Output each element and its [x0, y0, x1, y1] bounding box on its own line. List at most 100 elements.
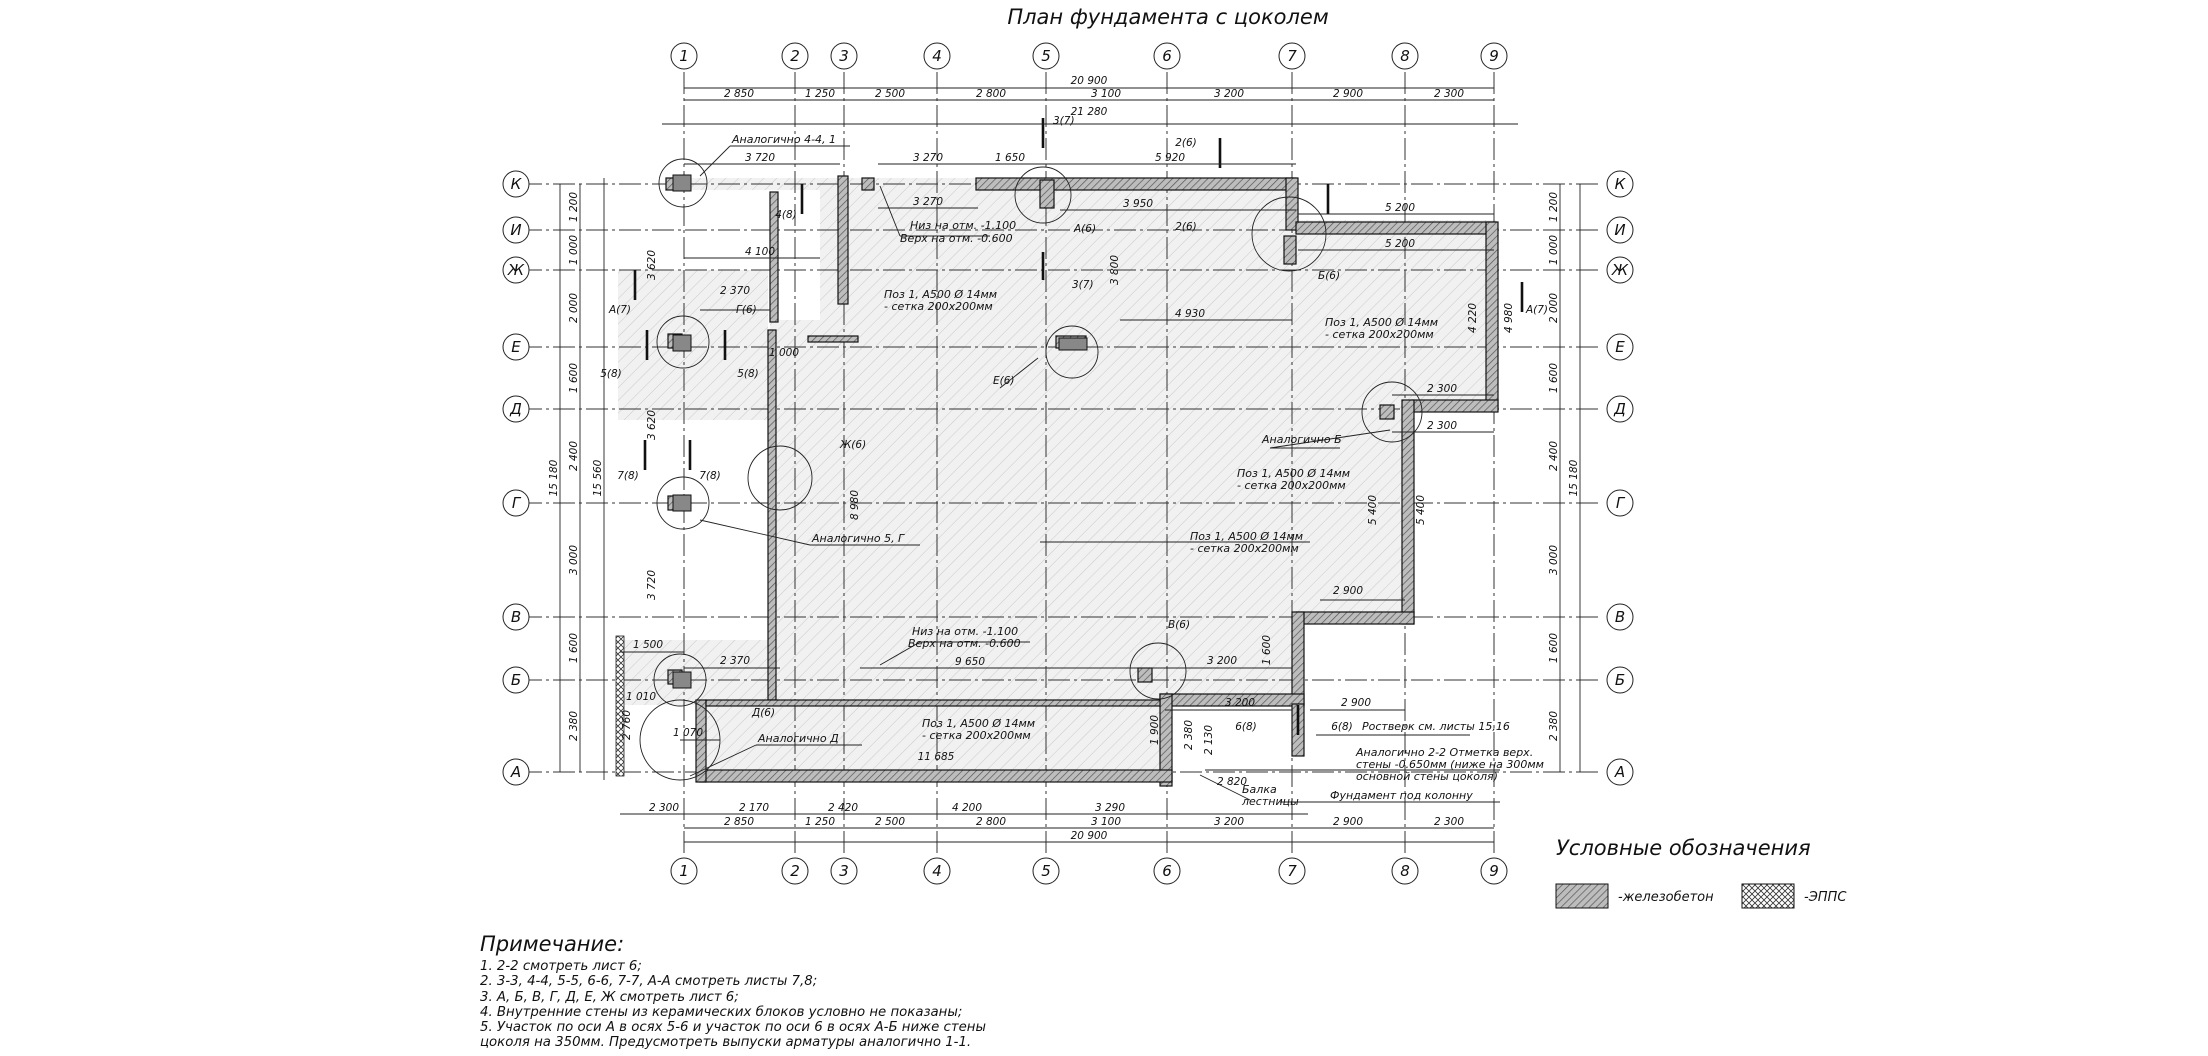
dim-bot-span-1: 2 850: [724, 816, 754, 828]
ann-analog-5-g: Аналогично 5, Г: [811, 532, 905, 545]
dim-bot-span-2: 1 250: [805, 816, 835, 828]
tag-6-8-a: 6(8): [1235, 721, 1257, 733]
dim-right-span-8: 2 380: [1548, 711, 1560, 741]
dim-bot-row1-5: 3 290: [1095, 802, 1125, 814]
ann-poz-d: Поз 1, А500 Ø 14мм: [1190, 530, 1303, 543]
note-line: 4. Внутренние стены из керамических блок…: [480, 1004, 963, 1020]
dimension-lines-right: [1559, 184, 1581, 772]
ann-balka-1: Балка: [1242, 783, 1277, 796]
dim-top-span-8: 2 300: [1434, 88, 1464, 100]
dim-bot-span-6: 3 200: [1214, 816, 1244, 828]
dim-left-span-7: 1 600: [568, 633, 580, 663]
dim-top-span-6: 3 200: [1214, 88, 1244, 100]
dim-bot-row1-2: 2 170: [739, 802, 769, 814]
legend-label-rc: -железобетон: [1618, 890, 1714, 905]
dim-inner-3200-b: 3 200: [1225, 697, 1255, 709]
tag-d6: Д(6): [751, 707, 775, 719]
axis-left-zh: Ж: [507, 261, 525, 279]
dim-inner-5400-a: 5 400: [1367, 495, 1379, 525]
axis-top-7: 7: [1287, 47, 1297, 65]
ann-setka-e: - сетка 200х200мм: [922, 729, 1031, 742]
tag-2-6-top: 2(6): [1175, 137, 1197, 149]
dim-right-span-6: 3 000: [1548, 545, 1560, 575]
dim-top-overall: 20 900: [1071, 75, 1108, 87]
dim-inner-3270-b: 3 270: [913, 196, 943, 208]
tag-6-8-b: 6(8): [1331, 721, 1353, 733]
dim-top-span-1: 2 850: [724, 88, 754, 100]
dim-left-span-4: 1 600: [568, 363, 580, 393]
dim-inner-3720: 3 720: [745, 152, 775, 164]
dim-left-span-3: 2 000: [568, 293, 580, 323]
dim-inner-5920: 5 920: [1155, 152, 1185, 164]
ann-rostverk: Ростверк см. листы 15,16: [1362, 720, 1510, 733]
tag-a7-right: А(7): [1525, 304, 1548, 316]
section-cut-markers: [633, 118, 1524, 735]
ann-setka-d: - сетка 200х200мм: [1190, 542, 1299, 555]
dim-left-span-5: 2 400: [568, 441, 580, 471]
axis-right-a: А: [1614, 763, 1625, 781]
dim-inner-1650: 1 650: [995, 152, 1025, 164]
axis-left-b: Б: [511, 671, 521, 689]
ann-fundament-kolonna: Фундамент под колонну: [1330, 789, 1473, 802]
tag-v6: В(6): [1168, 619, 1190, 631]
axis-top-4: 4: [932, 47, 942, 65]
dimension-lines-bottom: [620, 813, 1494, 843]
plan-title: План фундамента с цоколем: [1007, 5, 1328, 29]
dim-inner-3200-a: 3 200: [1207, 655, 1237, 667]
axis-right-v: В: [1615, 608, 1625, 626]
axis-bottom-1: 1: [679, 862, 689, 880]
dim-top-span-3: 2 500: [875, 88, 905, 100]
axis-right-k: К: [1615, 175, 1627, 193]
axis-bottom-9: 9: [1489, 862, 1499, 880]
note-line: 3. А, Б, В, Г, Д, Е, Ж смотреть лист 6;: [480, 989, 739, 1005]
axis-right-b: Б: [1615, 671, 1625, 689]
dim-inner-4100: 4 100: [745, 246, 775, 258]
axis-bubbles-right: [1606, 170, 1634, 786]
dim-right-span-2: 1 000: [1548, 235, 1560, 265]
ann-analog-2-2-l3: основной стены цоколя): [1356, 770, 1498, 783]
dim-inner-3270-a: 3 270: [913, 152, 943, 164]
ann-verh-1: Верх на отм. -0.600: [900, 232, 1013, 245]
ann-analog-2-2-l1: Аналогично 2-2 Отметка верх.: [1355, 746, 1533, 759]
dim-left-inner-2: 3 620: [646, 410, 658, 440]
dim-bot-row1-4: 4 200: [952, 802, 982, 814]
dim-left-inner-1: 3 620: [646, 250, 658, 280]
leader-lines: [689, 145, 1500, 803]
dim-bot-overall: 20 900: [1071, 830, 1108, 842]
ann-poz-b: Поз 1, А500 Ø 14мм: [1325, 316, 1438, 329]
dim-left-span-6: 3 000: [568, 545, 580, 575]
dim-left-span-1: 1 200: [568, 192, 580, 222]
legend-swatch-epps: [1741, 883, 1795, 909]
axis-bottom-5: 5: [1041, 862, 1051, 880]
ann-analog-b: Аналогично Б: [1261, 433, 1342, 446]
axis-left-k: К: [511, 175, 523, 193]
slab-fill: [616, 178, 1496, 780]
inner-dimensions: [620, 163, 1494, 741]
dim-right-span-4: 1 600: [1548, 363, 1560, 393]
dim-right-span-7: 1 600: [1548, 633, 1560, 663]
axis-top-8: 8: [1400, 47, 1410, 65]
axis-left-v: В: [511, 608, 521, 626]
dim-bot-row1-3: 2 420: [828, 802, 858, 814]
dim-inner-2900-a: 2 900: [1333, 585, 1363, 597]
legend-title: Условные обозначения: [1556, 836, 1811, 860]
tag-a6: А(6): [1073, 223, 1096, 235]
dim-inner-1070: 1 070: [673, 727, 703, 739]
axis-top-9: 9: [1489, 47, 1499, 65]
tag-a7-left: А(7): [608, 304, 631, 316]
dim-bot-span-3: 2 500: [875, 816, 905, 828]
axis-left-i: И: [510, 221, 521, 239]
axis-top-2: 2: [790, 47, 800, 65]
notes-block: Примечание: 1. 2-2 смотреть лист 6; 2. 3…: [480, 932, 1240, 1051]
axis-right-i: И: [1614, 221, 1625, 239]
dim-left-overall2: 15 560: [592, 459, 604, 496]
dim-inner-3800: 3 800: [1109, 255, 1121, 285]
tag-zh6: Ж(6): [839, 439, 866, 451]
tag-3-7-bottom: 3(7): [1072, 279, 1094, 291]
dimension-lines-top: [662, 87, 1518, 125]
tag-7-8-left: 7(8): [617, 470, 639, 482]
dim-bot-row1-1: 2 300: [649, 802, 679, 814]
detail-circles: [639, 158, 1423, 781]
ann-niz-1: Низ на отм. -1.100: [910, 219, 1016, 232]
